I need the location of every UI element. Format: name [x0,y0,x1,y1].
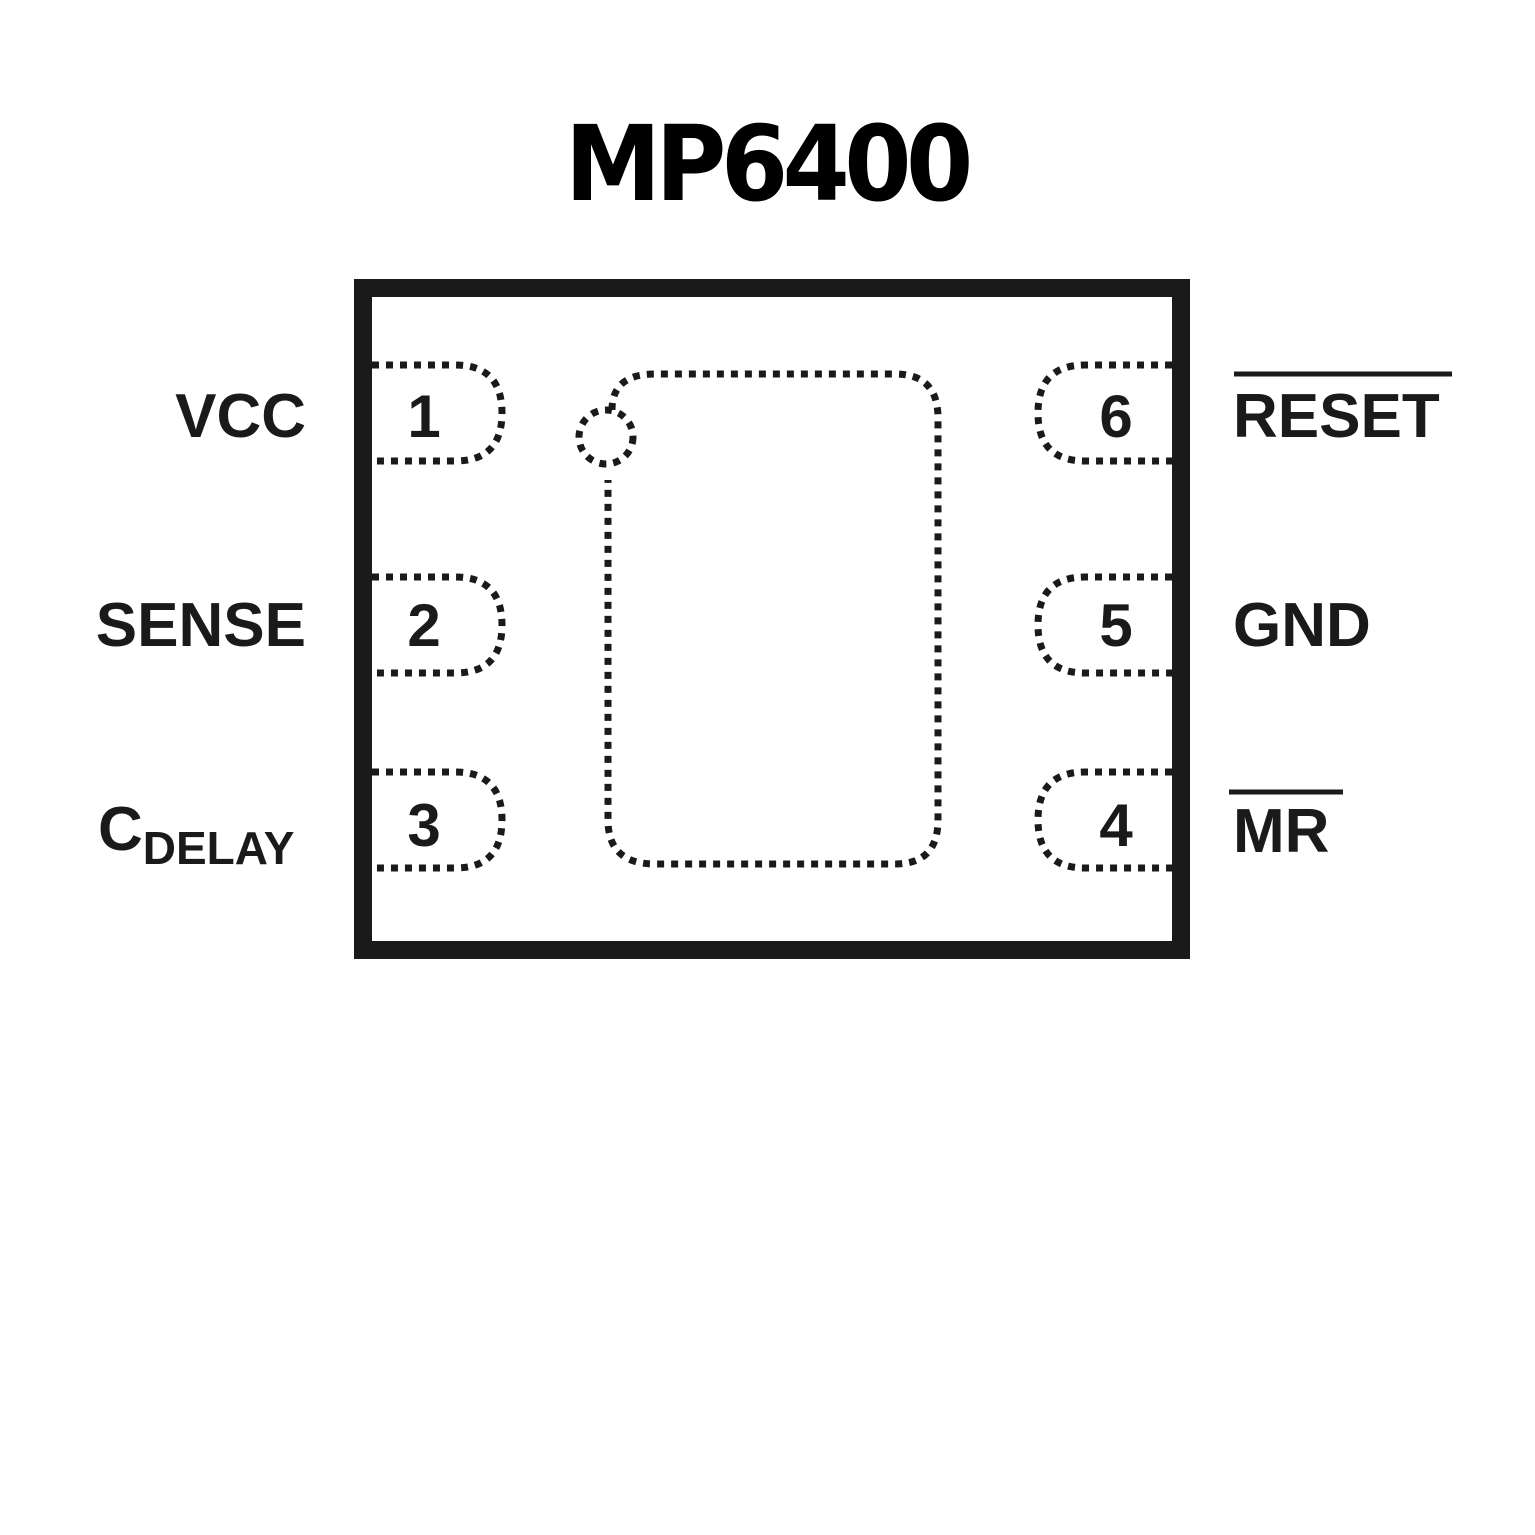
part-number-title: MP6400 [564,103,973,225]
pin1-marker-icon [575,406,637,468]
pin-number-1: 1 [407,383,440,450]
pad-3-outline [372,768,506,872]
pin-label-cdelay-subscript: DELAY [143,822,295,874]
pin-number-6: 6 [1099,383,1132,450]
pin-number-3: 3 [407,792,440,859]
pin-label-cdelay: CDELAY [98,795,294,874]
pin-number-2: 2 [407,592,440,659]
pad-1-outline [372,361,506,465]
package-outline [354,279,1190,959]
pad-2-outline [372,573,506,677]
pin-label-vcc: VCC [175,382,306,451]
pin-label-gnd: GND [1233,591,1371,660]
pin-label-mr: MR [1233,797,1329,866]
exposed-pad-outline [604,370,942,868]
pin-label-sense: SENSE [96,591,306,660]
pin-label-cdelay-main: C [98,795,143,864]
pin-number-4: 4 [1099,792,1133,859]
pin-number-5: 5 [1099,592,1132,659]
pin-label-reset: RESET [1233,382,1440,451]
